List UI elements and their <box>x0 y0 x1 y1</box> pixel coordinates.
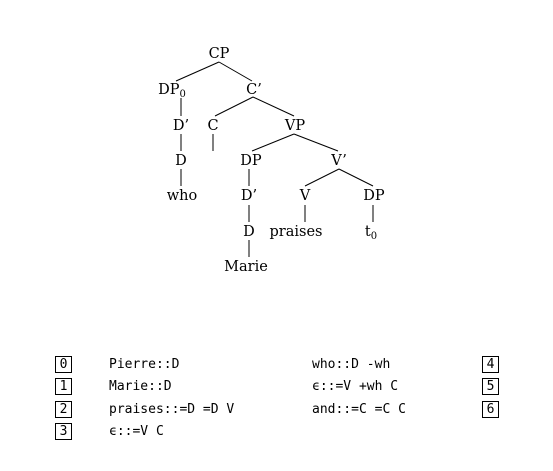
edge-vp-dp <box>251 133 295 152</box>
edge-cbar-c <box>214 96 254 117</box>
node-d-bar: D’ <box>173 118 189 134</box>
edge-cp-dp0 <box>175 61 220 82</box>
edge-vp-vbar <box>293 133 339 152</box>
edge-cbar-vp <box>252 96 295 117</box>
node-dp0: DP0 <box>158 82 186 100</box>
tree-edges <box>175 61 374 257</box>
node-d-bar-2: D’ <box>241 188 257 204</box>
edge-cp-cbar <box>218 61 253 82</box>
node-cp: CP <box>209 46 230 62</box>
edge-vbar-dp2 <box>338 168 374 187</box>
leaf-trace: t0 <box>365 224 377 242</box>
leaf-marie: Marie <box>224 259 268 275</box>
node-d: D <box>175 153 187 169</box>
tree-nodes: CP DP0 C’ D’ C VP D DP V’ who D’ V DP D … <box>158 46 385 275</box>
leaf-who: who <box>167 188 197 204</box>
node-vp: VP <box>284 118 305 134</box>
node-c: C <box>207 118 218 134</box>
node-dp-2: DP <box>363 188 385 204</box>
node-v-bar: V’ <box>330 153 347 169</box>
node-v: V <box>299 188 311 204</box>
node-d-2: D <box>243 224 255 240</box>
edge-vbar-v <box>304 168 340 187</box>
node-c-bar: C’ <box>246 82 262 98</box>
leaf-praises: praises <box>270 224 323 240</box>
node-dp: DP <box>240 153 262 169</box>
